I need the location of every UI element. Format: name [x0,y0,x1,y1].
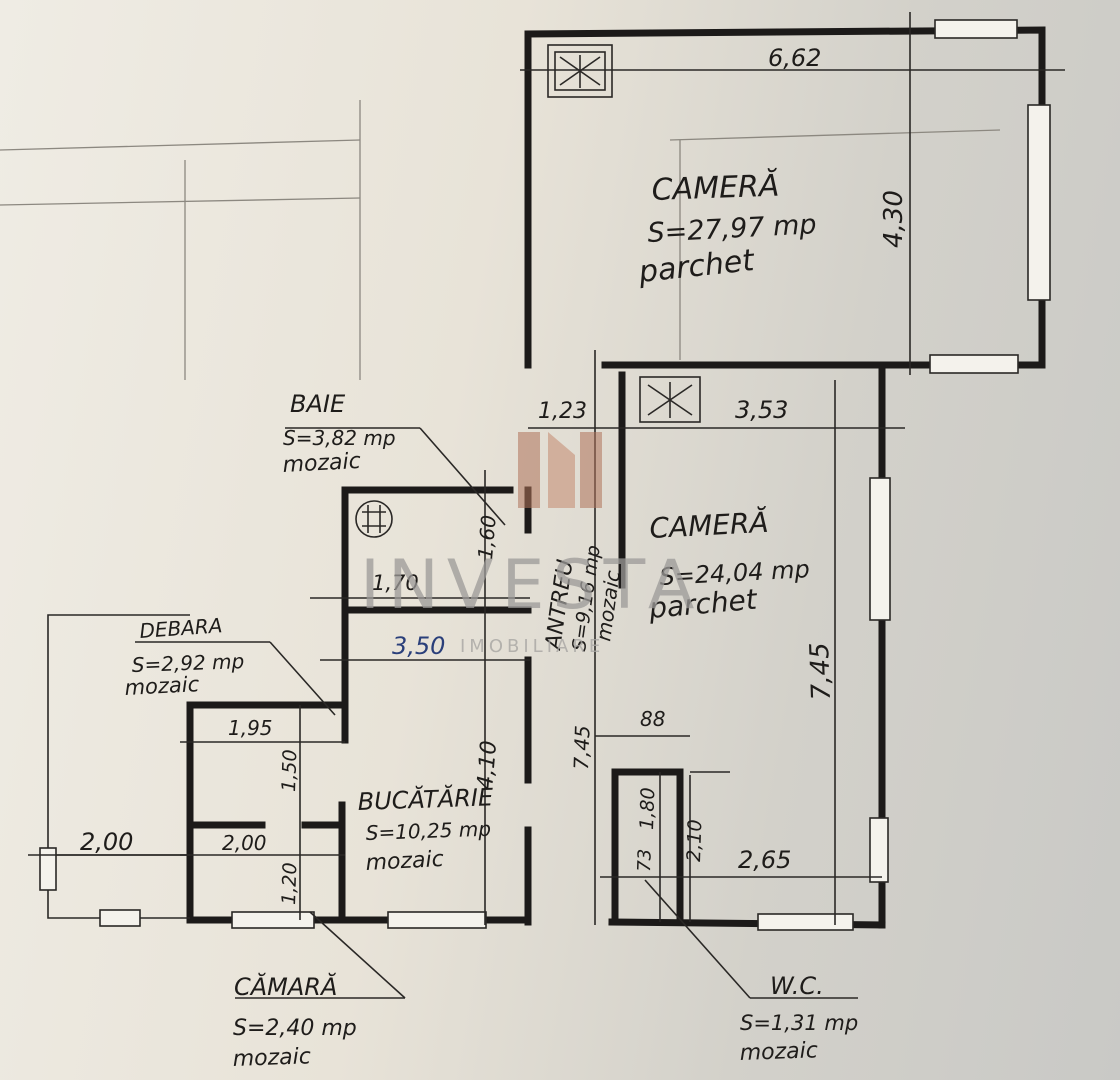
room-bucatarie: BUCĂTĂRIE S=10,25 mp mozaic [357,782,494,876]
dim-baie-width: 1,70 [372,571,419,595]
dim-outer-width: 2,00 [80,828,133,856]
chimney-icon-top [547,44,613,98]
background-form-lines [0,100,1001,380]
dim-bucatarie-height: 4,10 [473,740,502,791]
room-area: S=1,31 mp [740,1011,858,1035]
dimension-lines [28,12,1065,999]
room-debara: DEBARA S=2,92 mp mozaic [124,613,245,700]
room-area: S=27,97 mp [647,209,817,249]
dim-top-width: 6,62 [768,44,821,72]
window-bottom-camara [231,911,315,929]
room-name: CĂMARĂ [234,972,337,1001]
dim-wc-height: 1,80 [636,787,659,830]
drain-icon-baie [355,500,393,538]
room-area: S=3,82 mp [283,426,396,450]
room-floor: mozaic [124,672,200,700]
dim-camara-height: 1,20 [278,862,301,905]
window-top [934,19,1018,39]
dim-wc-small: 73 [634,849,656,873]
room-name: BUCĂTĂRIE [357,782,494,816]
dim-mid-bottom-width: 2,65 [738,846,791,874]
room-area: S=2,40 mp [233,1016,357,1041]
room-floor: mozaic [232,1044,311,1072]
watermark-brand: INVESTA [360,546,702,625]
room-baie: BAIE S=3,82 mp mozaic [282,390,396,478]
window-annex-bottom [99,909,141,927]
dim-antreu-width: 1,23 [538,399,587,424]
room-camera-top: CAMERĂ S=27,97 mp parchet [636,168,817,290]
room-floor: mozaic [282,449,361,478]
room-wc: W.C. S=1,31 mp mozaic [739,972,858,1066]
dim-camara-width: 2,00 [222,831,267,855]
dim-debara-width: 1,95 [228,716,273,740]
dim-baie-height: 1,60 [473,514,501,560]
room-floor: parchet [636,243,757,290]
room-name: DEBARA [139,613,224,643]
room-floor: mozaic [739,1038,818,1066]
room-area: S=10,25 mp [365,817,491,845]
room-name: CAMERĂ [649,505,770,545]
watermark-sub: IMOBILIARE [460,636,604,657]
window-mid-right [869,477,891,621]
dim-wc-height2: 2,10 [683,819,706,862]
room-camara: CĂMARĂ S=2,40 mp mozaic [232,972,356,1072]
dim-top-height: 4,30 [879,190,909,248]
window-bottom-mid [757,913,854,931]
dim-mid-height: 7,45 [805,642,837,701]
window-right-mid [929,354,1019,374]
dim-bucatarie-width: 3,50 [392,632,445,660]
dimension-labels: 6,62 4,30 1,23 3,53 1,60 1,70 3,50 4,10 … [80,44,909,905]
chimney-icon-mid [639,376,701,423]
room-name: W.C. [770,972,824,1000]
room-floor: mozaic [365,847,444,876]
dim-mid-width: 3,53 [735,396,788,424]
window-mid-right-low [869,817,889,883]
watermark-logo-icon [518,432,602,508]
window-bottom-bucatarie [387,911,487,929]
room-name: BAIE [290,390,346,418]
window-right-top [1027,104,1051,301]
dim-debara-height: 1,50 [278,749,301,792]
room-name: CAMERĂ [651,168,780,208]
windows [39,19,1051,931]
dim-wc-width: 88 [640,707,665,731]
dim-antreu-height: 7,45 [569,725,595,770]
watermark: INVESTA IMOBILIARE [360,432,702,657]
window-annex-left [39,847,57,891]
walls [186,26,1046,929]
room-area: S=2,92 mp [131,649,244,677]
